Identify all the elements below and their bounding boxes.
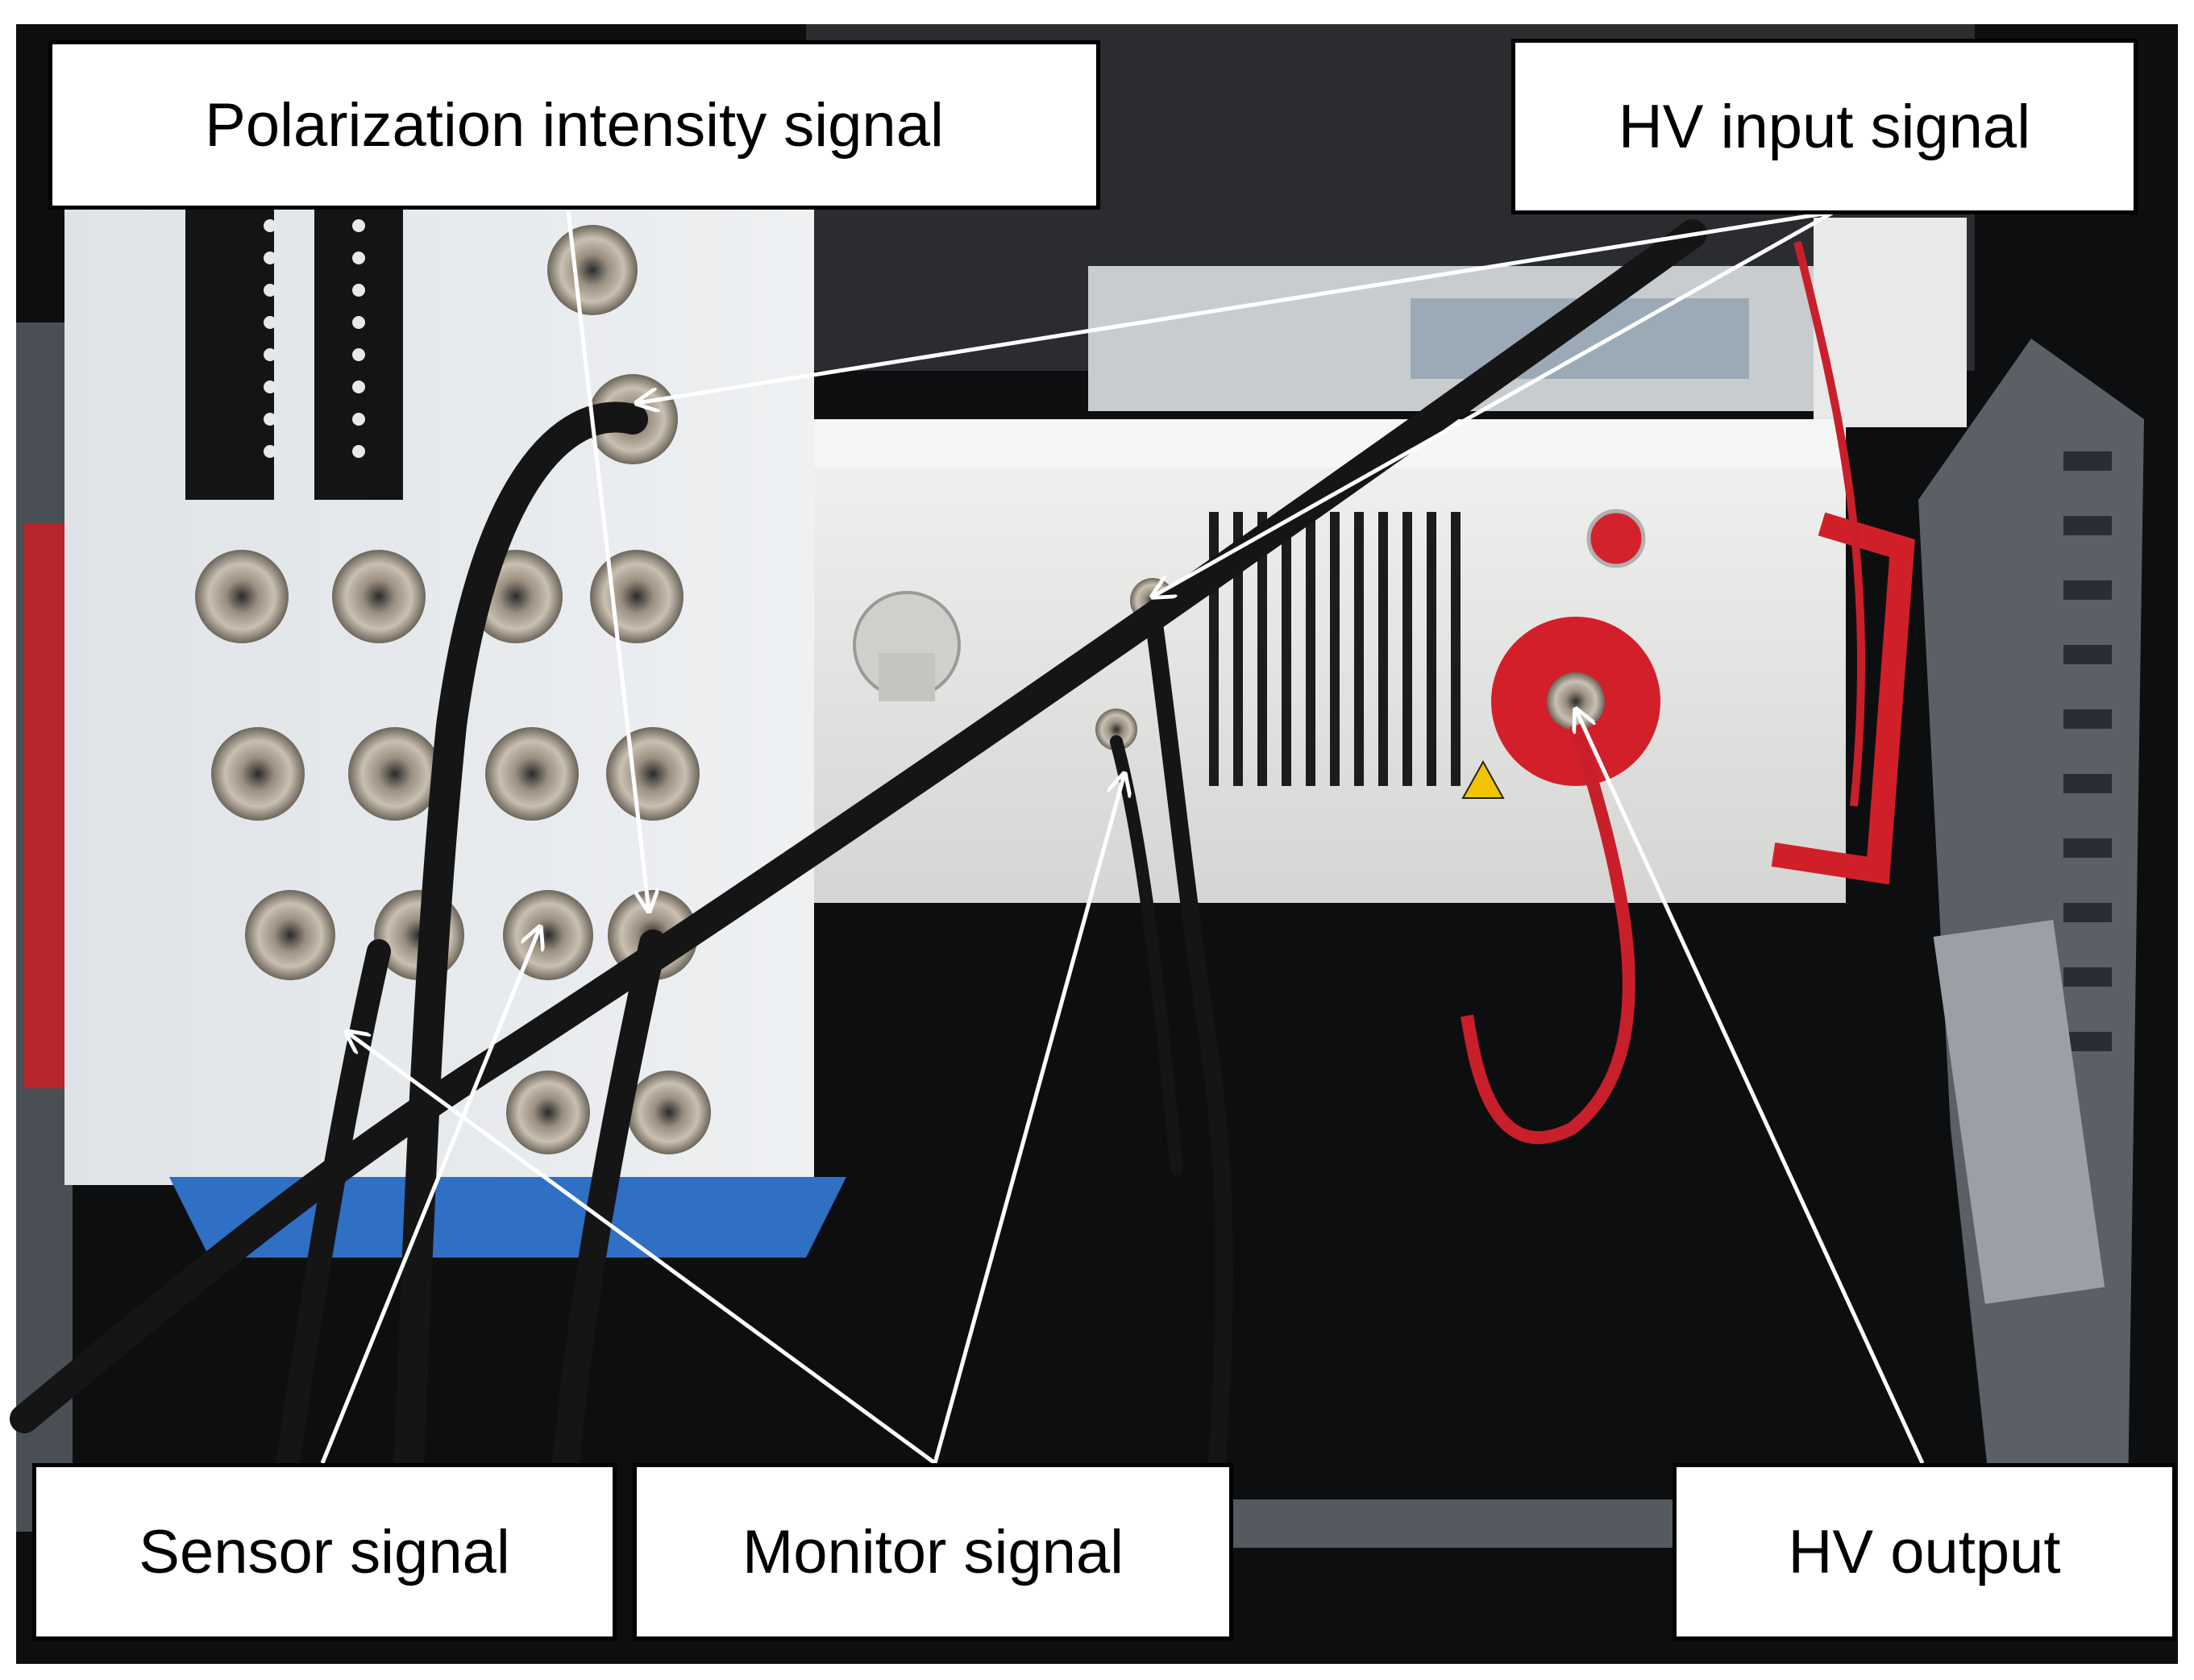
label-text: HV input signal — [1618, 92, 2031, 161]
rack-frame-right — [1918, 339, 2144, 1499]
hv-output-connector — [1547, 672, 1605, 730]
shelf-box — [1814, 218, 1967, 427]
label-hv-input-signal: HV input signal — [1511, 39, 2138, 214]
amplifier-vent — [1209, 512, 1461, 786]
red-hv-cable — [1461, 723, 1635, 1145]
rack-frame-left — [16, 322, 73, 1532]
annotation-arrows — [320, 210, 1925, 1466]
rack-slot — [1209, 1499, 1693, 1548]
red-bracket — [1771, 512, 1915, 885]
label-text: Sensor signal — [139, 1517, 510, 1586]
label-sensor-signal: Sensor signal — [32, 1463, 617, 1640]
terminal-block-left — [185, 202, 274, 500]
amplifier-monitor-connector — [1095, 709, 1137, 751]
label-text: Monitor signal — [742, 1517, 1124, 1586]
label-polarization-intensity-signal: Polarization intensity signal — [48, 40, 1100, 210]
warning-sign-icon — [1461, 759, 1505, 799]
label-text: HV output — [1788, 1517, 2061, 1586]
label-hv-output: HV output — [1673, 1463, 2176, 1640]
amplifier-power-lamp — [1586, 509, 1646, 568]
label-text: Polarization intensity signal — [205, 90, 944, 160]
label-monitor-signal: Monitor signal — [633, 1463, 1233, 1640]
